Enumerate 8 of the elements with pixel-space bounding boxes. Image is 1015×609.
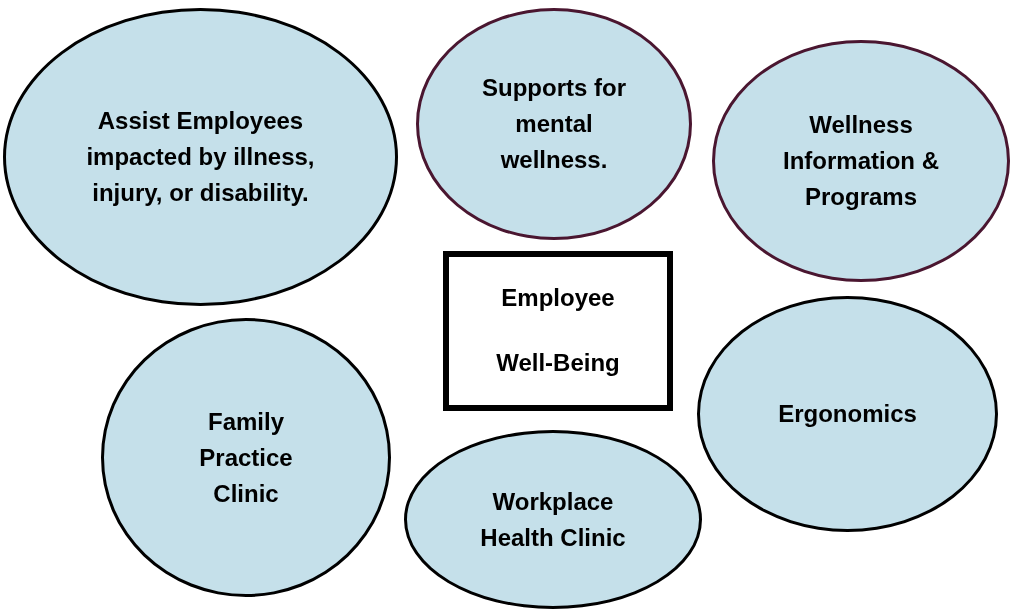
node-label: Workplace Health Clinic (479, 486, 627, 553)
node-label: Ergonomics (778, 399, 917, 429)
node-label: Employee Well-Being (495, 283, 621, 378)
node-label: Supports for mental wellness. (481, 73, 627, 175)
node-label: Assist Employees impacted by illness, injury, or disability. (86, 106, 315, 208)
center-box (443, 251, 673, 411)
node-label: Wellness Information & Programs (782, 110, 940, 212)
node-label: Family Practice Clinic (198, 406, 294, 509)
